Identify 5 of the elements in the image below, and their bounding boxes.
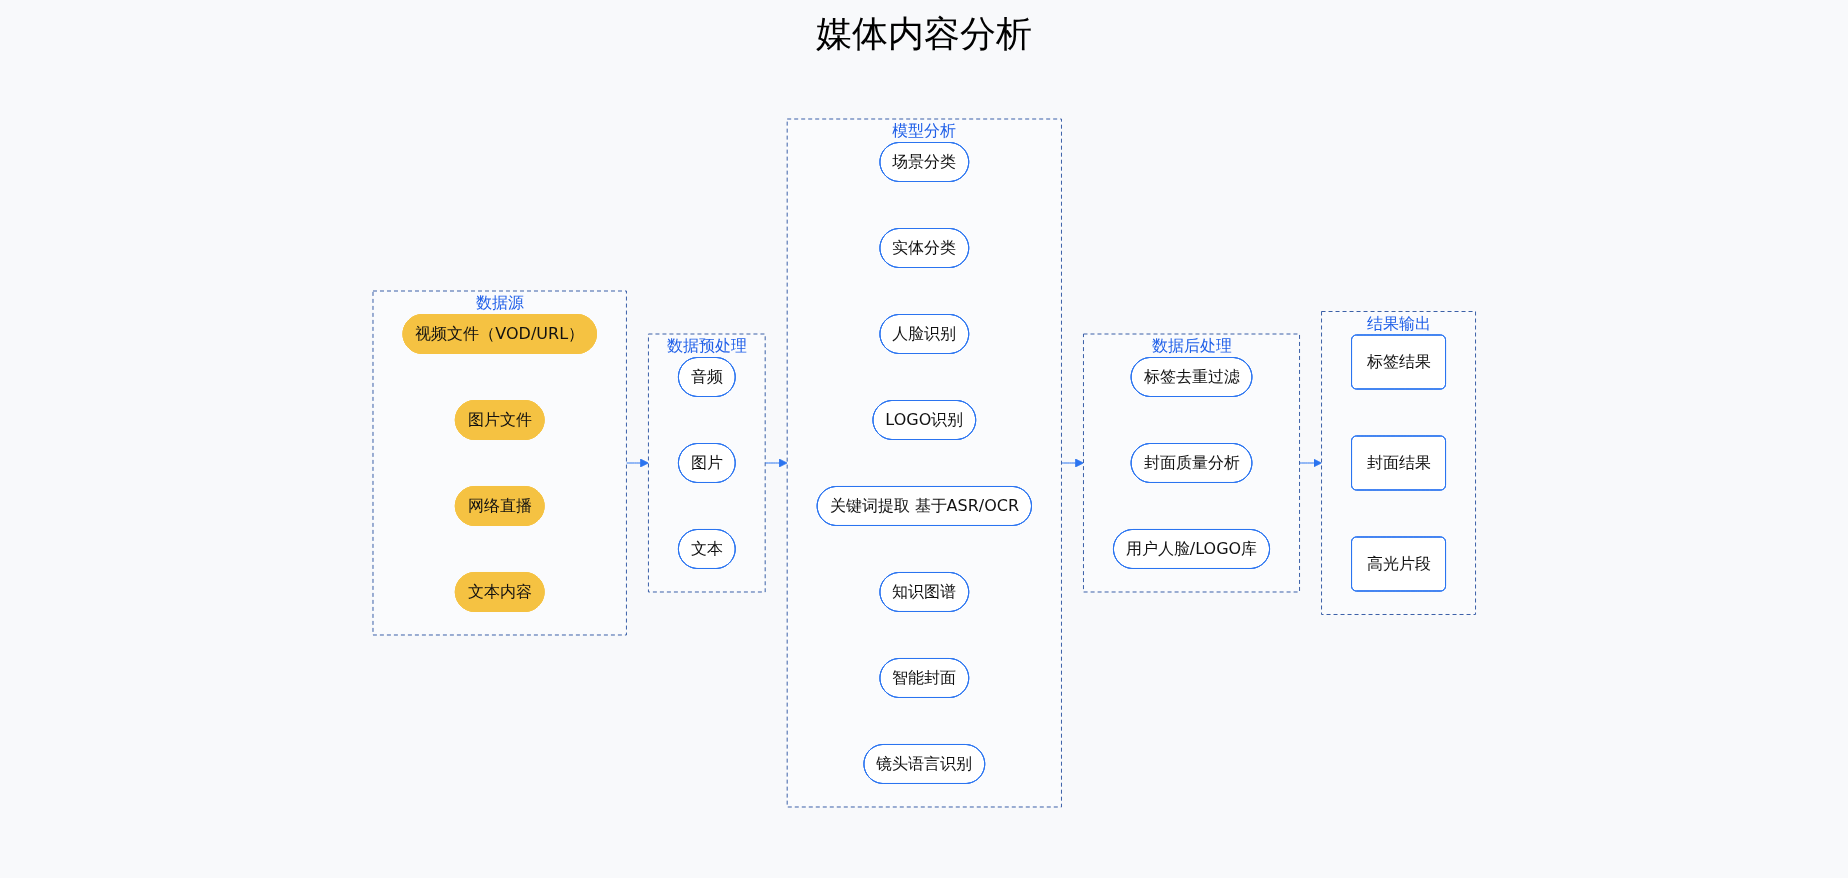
arrow xyxy=(764,458,788,468)
arrow xyxy=(625,458,649,468)
diagram-title: 媒体内容分析 xyxy=(815,12,1033,56)
arrow xyxy=(1298,458,1322,468)
arrow xyxy=(1060,458,1084,468)
